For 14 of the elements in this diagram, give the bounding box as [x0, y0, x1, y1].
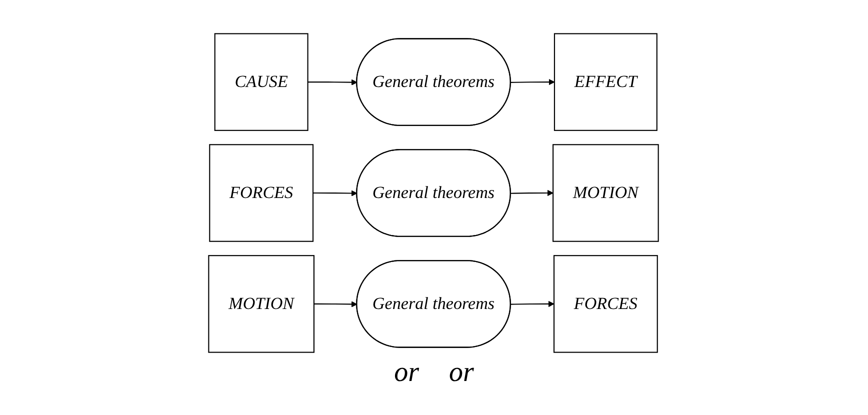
connector-word: or: [449, 358, 474, 388]
arrow: [511, 189, 554, 196]
arrow: [308, 78, 358, 85]
node-box: MOTION: [553, 144, 660, 242]
arrow: [314, 300, 358, 307]
node-box: EFFECT: [554, 32, 658, 130]
node-box: FORCES: [554, 254, 658, 352]
arrow: [511, 300, 555, 307]
node-box: CAUSE: [214, 32, 309, 130]
arrow: [511, 78, 556, 85]
arrow: [314, 190, 358, 196]
connector-word: or: [394, 358, 419, 388]
node-box: MOTION: [208, 254, 315, 352]
node-box: FORCES: [210, 144, 314, 242]
